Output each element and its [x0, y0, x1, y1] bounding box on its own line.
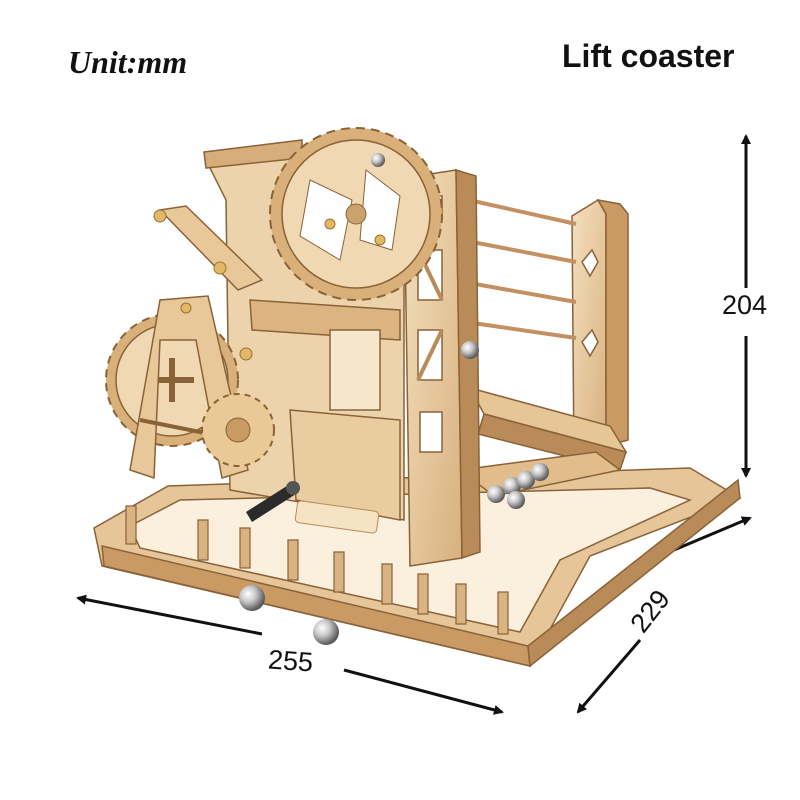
width-dimension-arrow: [76, 594, 504, 715]
width-dimension-label: 255: [267, 644, 315, 678]
product-title: Lift coaster: [562, 38, 735, 74]
logo-plate: [294, 500, 380, 534]
base-posts: [125, 505, 509, 635]
coaster-rails: [459, 196, 577, 340]
unit-label: Unit:mm: [68, 44, 188, 80]
steel-balls: [239, 153, 549, 645]
right-tower-frame: [571, 198, 629, 464]
brass-pegs: [153, 209, 386, 361]
height-dimension-label: 204: [722, 288, 768, 323]
crank-handle: [246, 481, 300, 522]
top-gear: [269, 127, 443, 301]
crank-gear: [201, 393, 275, 467]
